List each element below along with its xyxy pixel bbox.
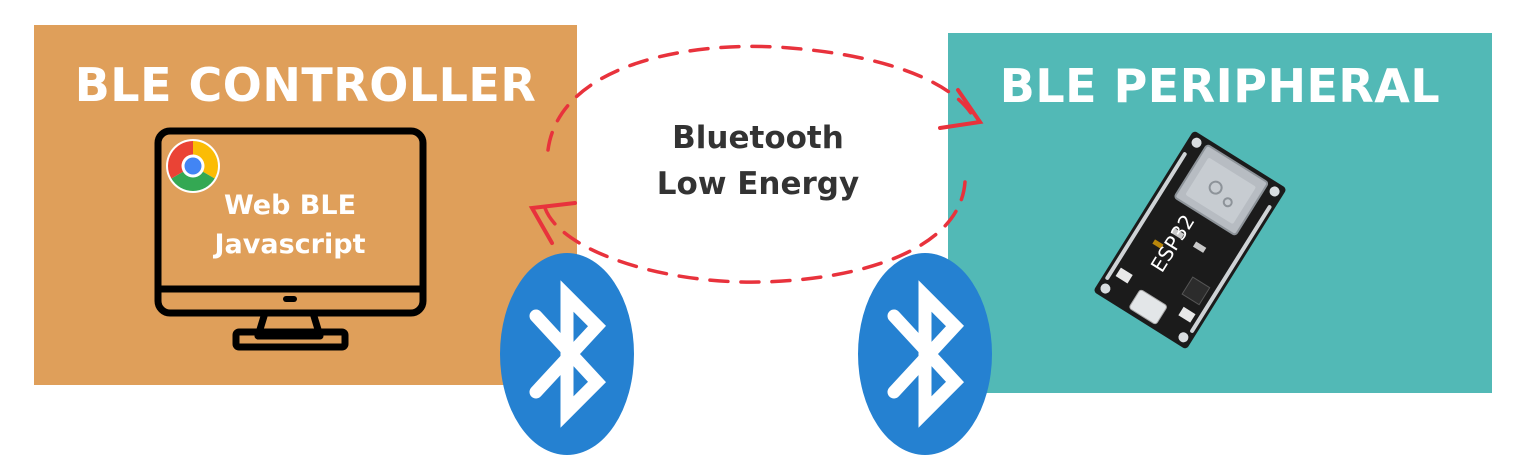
ble-peripheral-panel: BLE PERIPHERAL: [948, 33, 1492, 393]
link-label-bluetooth: Bluetooth: [672, 120, 844, 156]
bluetooth-icon: [858, 253, 992, 455]
peripheral-title: BLE PERIPHERAL: [999, 59, 1441, 113]
ble-controller-panel: BLE CONTROLLER: [34, 25, 577, 385]
chrome-icon: [166, 139, 220, 193]
usb-chip: [1181, 276, 1211, 306]
esp32-board: ESP32: [1094, 131, 1286, 349]
arrowhead-left: [528, 201, 577, 245]
monitor-power-led: [283, 296, 297, 302]
monitor-line-web-ble: Web BLE: [224, 190, 356, 221]
controller-title: BLE CONTROLLER: [74, 58, 537, 112]
micro-usb-port: [1129, 289, 1167, 325]
ble-link-arrows: [528, 44, 984, 284]
monitor-icon: [154, 127, 427, 351]
monitor-line-javascript: Javascript: [213, 229, 366, 260]
arrowhead-right: [938, 88, 984, 130]
bluetooth-icon: [500, 253, 634, 455]
link-arrow-bottom: [543, 180, 967, 284]
link-label-low-energy: Low Energy: [657, 166, 859, 202]
link-arrow-top: [546, 44, 977, 152]
